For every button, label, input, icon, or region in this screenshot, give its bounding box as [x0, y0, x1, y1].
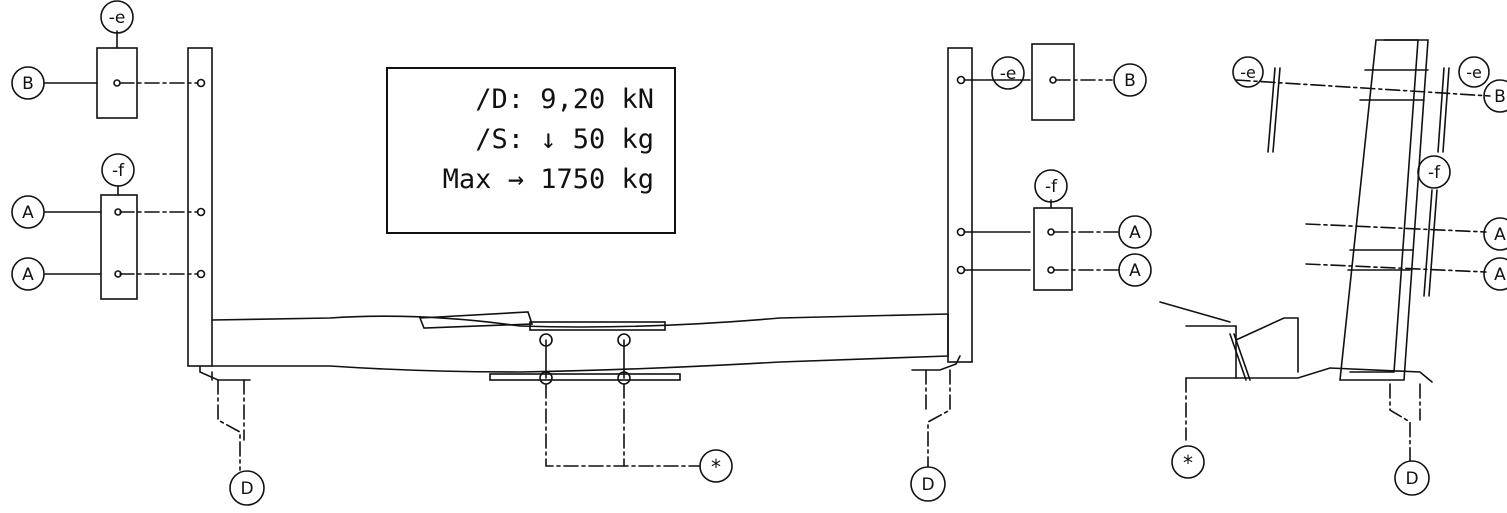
svg-text:-e: -e	[1466, 63, 1482, 82]
callout-e-side-right: -e	[1458, 56, 1490, 88]
svg-text:B: B	[1124, 71, 1136, 91]
svg-text:A: A	[1129, 223, 1141, 243]
side-view-base	[1159, 301, 1433, 461]
spec-line-d: /D: 9,20 kN	[475, 84, 654, 115]
spec-line-max: Max → 1750 kg	[442, 164, 654, 195]
right-leader-lines	[963, 79, 1121, 271]
svg-text:B: B	[22, 74, 34, 94]
callout-f-side: -f	[1417, 155, 1451, 189]
svg-text:B: B	[1494, 87, 1506, 107]
svg-text:A: A	[1494, 225, 1506, 245]
left-upright	[187, 47, 213, 367]
load-spec-box: /D: 9,20 kN /S: ↓ 50 kg Max → 1750 kg	[386, 67, 676, 234]
svg-text:D: D	[1405, 469, 1418, 489]
spec-line-s: /S: ↓ 50 kg	[475, 124, 654, 155]
svg-text:*: *	[711, 455, 721, 479]
svg-text:A: A	[1129, 261, 1141, 281]
callout-a-side-upper: A	[1483, 217, 1507, 251]
left-leader-lines	[44, 30, 199, 275]
svg-text:D: D	[240, 479, 253, 499]
callout-star-side: *	[1171, 445, 1205, 479]
right-plate-e	[1031, 43, 1075, 121]
callout-d-side: D	[1394, 460, 1430, 496]
cross-beam	[199, 311, 961, 385]
callout-b-left: B	[11, 66, 45, 100]
callout-e-side-left: -e	[1232, 56, 1264, 88]
svg-text:A: A	[1494, 265, 1506, 285]
svg-text:-f: -f	[1428, 163, 1441, 183]
svg-text:*: *	[1183, 451, 1193, 475]
svg-text:D: D	[921, 475, 934, 495]
callout-a-side-lower: A	[1483, 257, 1507, 291]
callout-e-right: -e	[991, 56, 1025, 90]
svg-text:-f: -f	[112, 161, 125, 181]
right-upright	[947, 47, 973, 363]
svg-text:-f: -f	[1045, 177, 1058, 197]
svg-text:-e: -e	[1000, 64, 1017, 84]
callout-b-side: B	[1483, 79, 1507, 113]
callout-f-left: -f	[101, 153, 135, 187]
callout-b-right: B	[1113, 63, 1147, 97]
svg-text:-e: -e	[1240, 63, 1256, 82]
callout-a-left-upper: A	[11, 195, 45, 229]
callout-e-left: -e	[100, 0, 134, 34]
side-view-leaders	[1235, 79, 1491, 273]
left-plate-f	[100, 194, 138, 300]
callout-a-right-lower: A	[1118, 253, 1152, 287]
svg-text:A: A	[22, 203, 34, 223]
callout-a-left-lower: A	[11, 257, 45, 291]
callout-d-left: D	[229, 470, 265, 506]
callout-f-right: -f	[1034, 169, 1068, 203]
bottom-leader-lines	[217, 369, 951, 471]
svg-text:A: A	[22, 265, 34, 285]
callout-star-center: *	[699, 449, 733, 483]
right-plate-f	[1033, 207, 1073, 291]
callout-a-right-upper: A	[1118, 215, 1152, 249]
callout-d-center: D	[910, 466, 946, 502]
svg-text:-e: -e	[109, 8, 126, 28]
